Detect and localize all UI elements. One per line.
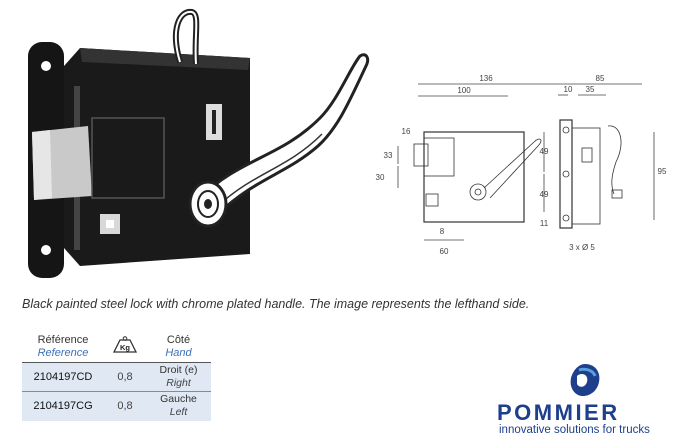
technical-drawing: 136 100 85 10 35 16 33 30 49 49 95 11 8 … — [376, 74, 667, 256]
dim-100: 100 — [457, 86, 471, 95]
screw-hole-top — [41, 61, 51, 71]
dim-60: 60 — [440, 247, 449, 256]
screw-hole-bottom — [41, 245, 51, 255]
row-ref: 2104197CD — [33, 370, 93, 383]
product-caption: Black painted steel lock with chrome pla… — [22, 297, 530, 311]
reference-table: Référence Reference Kg Côté Hand 2104197… — [22, 331, 211, 421]
brand-tagline: innovative solutions for trucks — [499, 424, 650, 436]
row-weight: 0,8 — [117, 370, 133, 383]
dim-85: 85 — [596, 74, 605, 83]
dim-8: 8 — [440, 227, 445, 236]
row-side: Droit (e) Right — [159, 364, 198, 389]
row-side: Gauche Left — [146, 391, 211, 421]
dim-10: 10 — [564, 85, 573, 94]
dim-11: 11 — [540, 219, 549, 228]
product-photo — [28, 8, 370, 278]
dim-35: 35 — [586, 85, 595, 94]
dim-33: 33 — [384, 151, 393, 160]
dim-16: 16 — [402, 127, 411, 136]
header-reference: Référence Reference — [22, 331, 104, 363]
dim-95: 95 — [658, 167, 667, 176]
kg-weight-icon: Kg — [112, 335, 138, 353]
table-row: 2104197CG 0,8 Gauche Left — [22, 391, 211, 421]
brand-name: POMMIER — [497, 400, 620, 425]
row-ref: 2104197CG — [22, 391, 104, 421]
dim-136: 136 — [479, 74, 493, 83]
svg-text:Kg: Kg — [120, 343, 130, 352]
table-row: 2104197CD 0,8 Droit (e) Right — [22, 362, 211, 392]
dim-holes: 3 x Ø 5 — [569, 243, 595, 252]
dim-49-lower: 49 — [540, 190, 549, 199]
row-weight: 0,8 — [104, 391, 146, 421]
header-hand: Côté Hand — [146, 331, 211, 363]
pommier-logo-icon — [570, 364, 600, 396]
table-header-row: Référence Reference Kg Côté Hand — [22, 331, 211, 363]
dim-30: 30 — [376, 173, 385, 182]
header-weight: Kg — [104, 331, 146, 363]
dim-49-upper: 49 — [540, 147, 549, 156]
chrome-handle — [197, 53, 370, 217]
